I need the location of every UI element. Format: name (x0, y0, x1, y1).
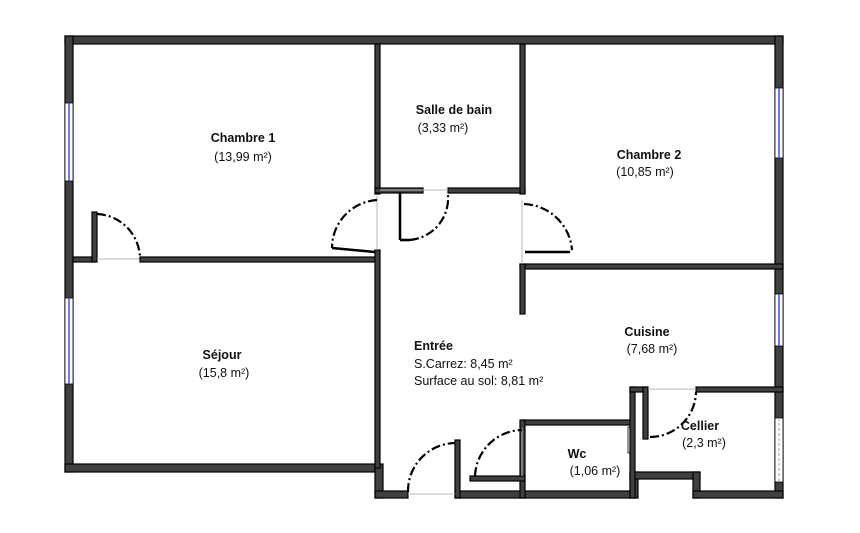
room-carrez-entree: S.Carrez: 8,45 m² (414, 357, 513, 371)
wall-left (64, 35, 74, 473)
wall-sdb-ch2 (519, 43, 526, 195)
room-name-sejour: Séjour (203, 348, 242, 362)
room-name-entree: Entrée (414, 339, 453, 353)
wall-bottom-entry-left (374, 490, 409, 499)
wall-cellier-top-right (695, 386, 784, 393)
wall-wc-top (521, 419, 634, 426)
door-swing-wc (473, 428, 523, 477)
wall-sejour-entree (374, 249, 381, 469)
wall-ch2-cuisine (519, 263, 784, 270)
door-swing-chambre1-hall (330, 198, 378, 249)
door-swing-cellier (649, 391, 698, 439)
room-name-salle-de-bain: Salle de bain (416, 103, 492, 117)
wall-bottom-wc (454, 490, 636, 499)
door-leaf-ch1-stub (91, 211, 98, 263)
door-swing-sdb (409, 194, 450, 242)
wall-ch1-sdb (374, 43, 381, 195)
room-sol-entree: Surface au sol: 8,81 m² (414, 374, 543, 388)
door-swing-entry (406, 441, 456, 493)
wall-bottom-right (692, 490, 784, 499)
wall-sdb-entree-right (447, 187, 526, 194)
door-swing-chambre1 (96, 212, 142, 260)
room-labels: Chambre 1 (13,99 m²) Salle de bain (3,33… (199, 103, 726, 478)
windows (64, 87, 784, 483)
doors (96, 189, 698, 495)
door-swing-chambre2 (523, 202, 574, 251)
room-area-cellier: (2,3 m²) (682, 436, 726, 450)
room-name-chambre1: Chambre 1 (211, 131, 276, 145)
room-name-cuisine: Cuisine (624, 325, 669, 339)
wall-cellier-left (629, 386, 636, 499)
wall-bottom-sejour (64, 463, 379, 473)
room-name-cellier: Cellier (681, 419, 719, 433)
room-area-wc: (1,06 m²) (570, 464, 621, 478)
room-name-chambre2: Chambre 2 (617, 148, 682, 162)
door-leaf-cellier-stub (642, 386, 649, 440)
room-area-chambre2: (10,85 m²) (616, 165, 674, 179)
wall-wc-door-base (469, 475, 526, 482)
wall-top (64, 35, 784, 45)
wall-bottom-cellier (629, 471, 701, 480)
wall-ch1-sejour-right (139, 256, 379, 263)
room-area-chambre1: (13,99 m²) (214, 150, 272, 164)
room-area-salle-de-bain: (3,33 m²) (418, 121, 469, 135)
wall-entree-cuisine-stub (519, 263, 526, 315)
room-name-wc: Wc (568, 447, 587, 461)
room-area-cuisine: (7,68 m²) (627, 342, 678, 356)
room-area-sejour: (15,8 m²) (199, 366, 250, 380)
wall-entry-door-jamb (454, 439, 461, 499)
